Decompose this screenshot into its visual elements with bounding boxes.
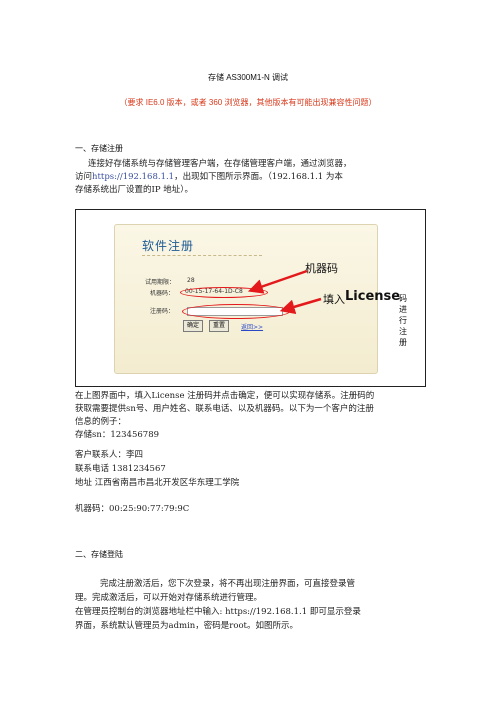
example-address: 地址 江西省南昌市昌北开发区华东理工学院 — [75, 478, 240, 488]
section1-heading: 一、存储注册 — [75, 144, 123, 153]
document-title: 存储 AS300M1-N 调试 — [207, 73, 289, 82]
reset-button[interactable]: 重置 — [209, 320, 230, 332]
section1-intro-line1: 连接好存储系统与存储管理客户端，在存储管理客户端，通过浏览器， — [88, 159, 352, 169]
annotation-fill-license: License — [345, 289, 401, 304]
return-link[interactable]: 返回>> — [241, 324, 264, 331]
section1-intro-line3: 存储系统出厂设置的IP 地址）。 — [75, 185, 194, 195]
panel-title: 软件注册 — [142, 239, 195, 253]
trial-value: 28 — [187, 277, 195, 284]
section2-line3: 在管理员控制台的浏览器地址栏中输入: https://192.168.1.1 即… — [75, 607, 361, 617]
software-registration-panel: 软件注册 试用期限： 28 机器码： 00-15-17-64-1D-C8 注册码… — [114, 224, 407, 374]
section2-line2: 理。完成激活后，可以开始对存储系统进行管理。 — [75, 593, 263, 603]
compatibility-warning: （要求 IE6.0 版本，或者 360 浏览器，其他版本有可能出现兼容性问题） — [119, 98, 377, 107]
annotation-machine-code: 机器码 — [305, 262, 338, 275]
section2-line4: 界面，系统默认管理员为admin，密码是root。如图所示。 — [75, 621, 298, 631]
section2-heading: 二、存储登陆 — [75, 550, 123, 559]
example-contact: 客户联系人：李四 — [75, 450, 144, 460]
body-line1: 在上图界面中，填入License 注册码并点击确定，便可以实现存储系。注册码的 — [75, 391, 375, 401]
machine-code-highlight — [180, 287, 268, 298]
section2-line1: 完成注册激活后，您下次登录，将不再出现注册界面，可直接登录管 — [100, 579, 356, 589]
example-phone: 联系电话 1381234567 — [75, 464, 166, 474]
trial-label: 试用期限： — [145, 279, 176, 286]
intro-url: https://192.168.1.1 — [92, 172, 175, 182]
intro-suffix: ，出现如下图所示界面。（192.168.1.1 为本 — [174, 172, 343, 182]
panel-divider — [142, 255, 262, 256]
section1-intro-line2: 访问https://192.168.1.1，出现如下图所示界面。（192.168… — [75, 171, 343, 183]
intro-prefix: 访问 — [75, 172, 93, 182]
ok-button[interactable]: 确定 — [183, 320, 204, 332]
body-line2: 获取需要提供sn号、用户姓名、联系电话、以及机器码。以下为一个客户的注册 — [75, 404, 374, 414]
arrow-to-machine-code — [247, 269, 308, 294]
body-line3: 信息的例子： — [75, 417, 127, 427]
registration-screenshot: 软件注册 试用期限： 28 机器码： 00-15-17-64-1D-C8 注册码… — [75, 209, 426, 387]
annotation-fill-prefix: 填入 — [323, 293, 345, 306]
machine-label: 机器码： — [150, 290, 175, 297]
example-sn: 存储sn：123456789 — [75, 430, 160, 440]
annotation-arrows — [247, 269, 322, 315]
reg-label: 注册码： — [150, 308, 175, 315]
annotation-fill-suffix: 码进行注册 — [399, 294, 407, 347]
arrow-to-registration-input — [279, 297, 322, 315]
example-machine-code: 机器码：00:25:90:77:79:9C — [75, 504, 190, 514]
